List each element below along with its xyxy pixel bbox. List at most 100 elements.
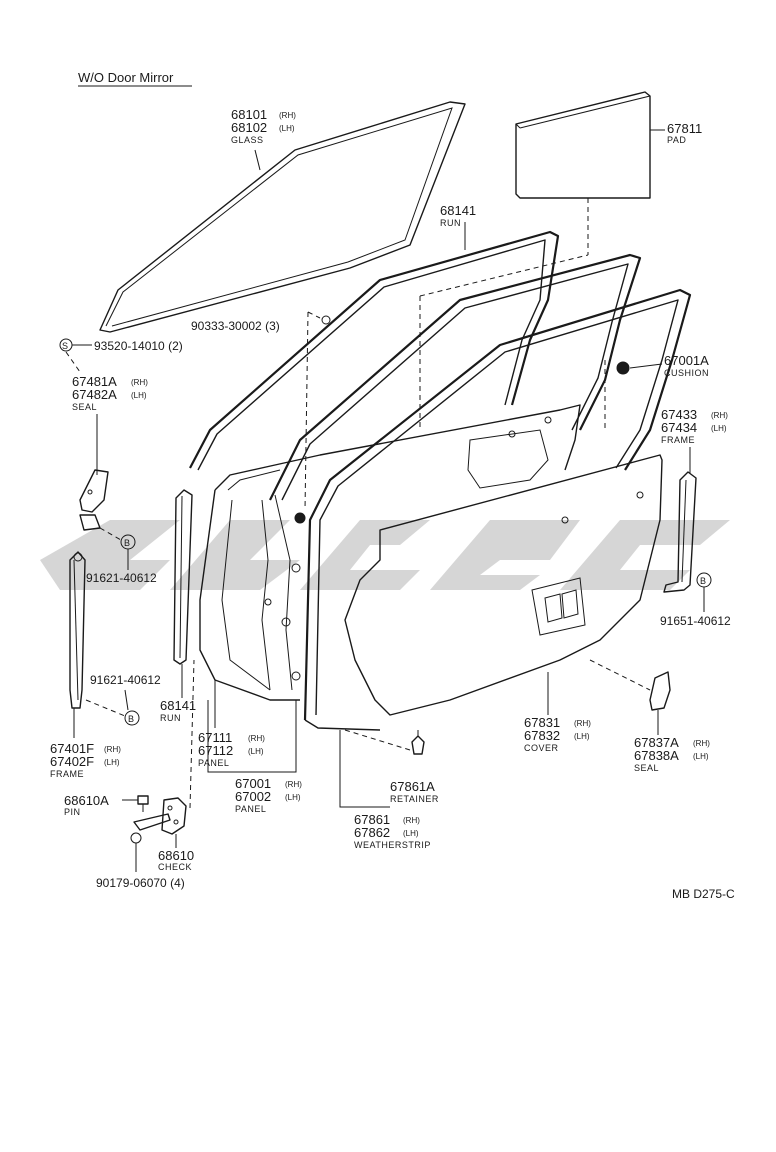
door-outer-frame (303, 288, 692, 731)
svg-text:67401F: 67401F (50, 741, 94, 756)
cushion-leader (629, 363, 663, 369)
svg-text:(RH): (RH) (104, 745, 121, 754)
glass-part (99, 101, 466, 333)
clip-part: S (59, 338, 73, 352)
svg-text:COVER: COVER (524, 743, 559, 753)
svg-text:(LH): (LH) (711, 424, 727, 433)
svg-text:67831: 67831 (524, 715, 560, 730)
svg-text:RETAINER: RETAINER (390, 794, 439, 804)
svg-text:(RH): (RH) (403, 816, 420, 825)
svg-text:PANEL: PANEL (235, 804, 266, 814)
svg-text:PIN: PIN (64, 807, 81, 817)
svg-text:WEATHERSTRIP: WEATHERSTRIP (354, 840, 431, 850)
svg-text:SEAL: SEAL (72, 402, 97, 412)
svg-text:FRAME: FRAME (50, 769, 84, 779)
svg-text:(LH): (LH) (285, 793, 301, 802)
retainer-part (411, 730, 425, 755)
svg-text:(RH): (RH) (248, 734, 265, 743)
svg-text:67832: 67832 (524, 728, 560, 743)
svg-text:GLASS: GLASS (231, 135, 264, 145)
nut-part (130, 832, 142, 844)
svg-text:(LH): (LH) (279, 124, 295, 133)
panel-door-bracket (207, 700, 297, 773)
header-title: W/O Door Mirror (78, 70, 174, 85)
svg-text:91621-40612: 91621-40612 (90, 673, 161, 687)
svg-text:PANEL: PANEL (198, 758, 229, 768)
svg-text:67402F: 67402F (50, 754, 94, 769)
check-part (133, 797, 187, 835)
pad-callout: 67811 PAD (667, 121, 702, 145)
svg-text:67111: 67111 (198, 730, 232, 745)
glass-callout: 68101 (RH) 68102 (LH) GLASS (231, 107, 296, 145)
clip-callout: 93520-14010 (2) (94, 339, 183, 353)
weatherstrip-callout: 67861 (RH) 67862 (LH) WEATHERSTRIP (354, 812, 431, 850)
svg-text:68610A: 68610A (64, 793, 109, 808)
svg-text:67001A: 67001A (664, 353, 709, 368)
svg-text:68141: 68141 (440, 203, 476, 218)
pin-part (137, 795, 149, 812)
screw-callout: 90333-30002 (3) (191, 319, 280, 333)
svg-text:67838A: 67838A (634, 748, 679, 763)
svg-text:(LH): (LH) (248, 747, 264, 756)
svg-text:91651-40612: 91651-40612 (660, 614, 731, 628)
svg-text:(RH): (RH) (574, 719, 591, 728)
svg-text:SEAL: SEAL (634, 763, 659, 773)
frame-left-callout: 67401F (RH) 67402F (LH) FRAME (50, 741, 121, 779)
frame-left-part (69, 551, 86, 709)
svg-text:S: S (62, 341, 68, 351)
seal-dash (589, 659, 651, 691)
panel-door-callout: 67001 (RH) 67002 (LH) PANEL (235, 776, 302, 814)
run-lower-callout: 68141 RUN (160, 698, 196, 723)
svg-text:B: B (700, 576, 706, 586)
watermark-logo (40, 520, 730, 590)
svg-text:67434: 67434 (661, 420, 697, 435)
svg-text:(RH): (RH) (285, 780, 302, 789)
seal-lower-callout: 67837A (RH) 67838A (LH) SEAL (634, 735, 710, 773)
svg-text:93520-14010 (2): 93520-14010 (2) (94, 339, 183, 353)
svg-text:(LH): (LH) (574, 732, 590, 741)
check-callout: 68610 CHECK (158, 848, 194, 872)
svg-text:(LH): (LH) (403, 829, 419, 838)
svg-text:67862: 67862 (354, 825, 390, 840)
diagram-id: MB D275-C (672, 887, 735, 901)
svg-text:68102: 68102 (231, 120, 267, 135)
retainer-dash (344, 729, 411, 751)
cushion-part (616, 361, 630, 375)
svg-text:(LH): (LH) (131, 391, 147, 400)
svg-text:90333-30002 (3): 90333-30002 (3) (191, 319, 280, 333)
svg-text:PAD: PAD (667, 135, 686, 145)
weatherstrip-bracket (339, 730, 390, 808)
svg-text:91621-40612: 91621-40612 (86, 571, 157, 585)
svg-text:90179-06070 (4): 90179-06070 (4) (96, 876, 185, 890)
svg-text:(LH): (LH) (104, 758, 120, 767)
svg-text:67112: 67112 (198, 743, 233, 758)
svg-text:67811: 67811 (667, 121, 702, 136)
bolt-left-bottom-part: B (124, 710, 140, 726)
svg-text:(RH): (RH) (693, 739, 710, 748)
svg-text:FRAME: FRAME (661, 435, 695, 445)
door-inner-panel (199, 404, 581, 701)
svg-text:CHECK: CHECK (158, 862, 192, 872)
pad-part (515, 91, 651, 199)
svg-text:RUN: RUN (440, 218, 461, 228)
svg-text:B: B (128, 714, 134, 724)
check-dash (189, 659, 195, 809)
svg-text:CUSHION: CUSHION (664, 368, 709, 378)
svg-text:67482A: 67482A (72, 387, 117, 402)
screw-dash (304, 311, 321, 511)
svg-text:67861A: 67861A (390, 779, 435, 794)
frame-right-part (663, 471, 697, 593)
bolt-left-top-callout: 91621-40612 (86, 571, 157, 585)
seal-upper-callout: 67481A (RH) 67482A (LH) SEAL (72, 374, 148, 412)
svg-text:67002: 67002 (235, 789, 271, 804)
svg-text:RUN: RUN (160, 713, 181, 723)
svg-text:68141: 68141 (160, 698, 196, 713)
panel-inner-callout: 67111 (RH) 67112 (LH) PANEL (198, 730, 265, 768)
bolt-left-top-dash (99, 527, 122, 541)
svg-text:67837A: 67837A (634, 735, 679, 750)
bolt-left-bottom-callout: 91621-40612 (90, 673, 161, 687)
screw-part (321, 315, 331, 325)
run-upper-callout: 68141 RUN (440, 203, 476, 228)
svg-text:(LH): (LH) (693, 752, 709, 761)
